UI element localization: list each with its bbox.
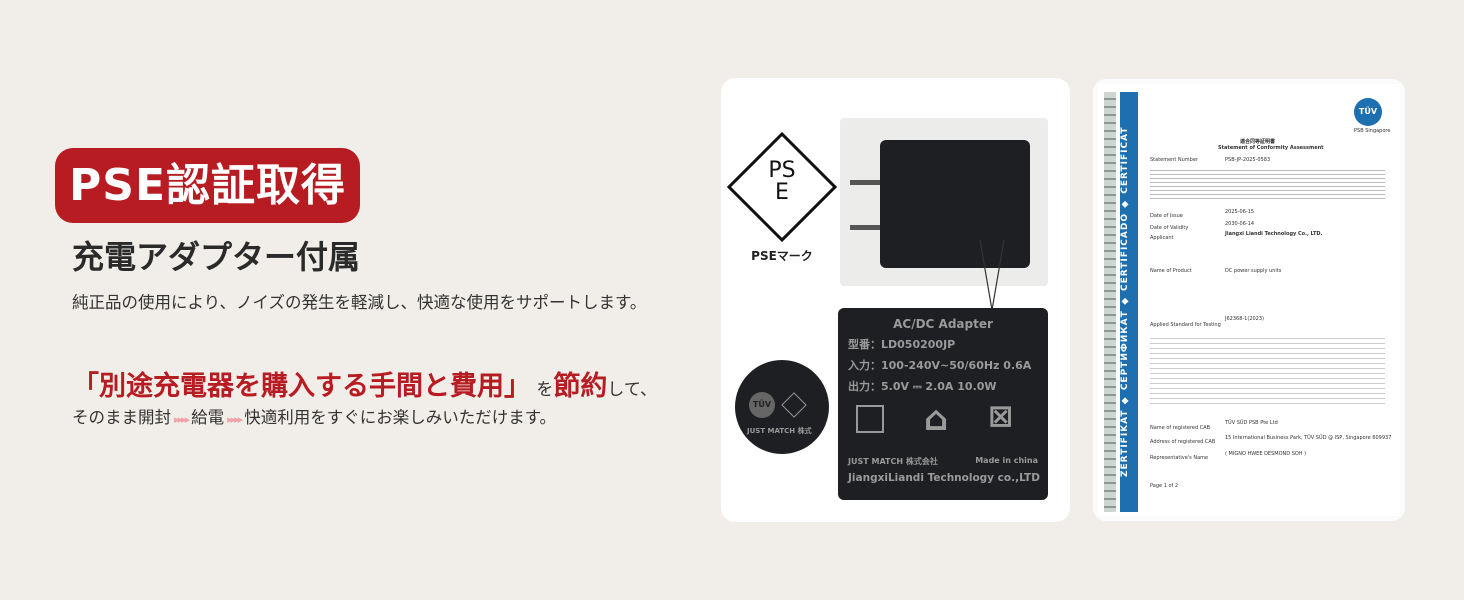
logo-sub: PSB Singapore	[1354, 128, 1391, 134]
plate-input: 入力：100-240V~50/60Hz 0.6A	[848, 359, 1032, 372]
label: Applied Standard for Testing	[1150, 322, 1221, 328]
label: Address of registered CAB	[1150, 439, 1216, 445]
highlight-save: 節約	[553, 371, 608, 402]
label: Date of Issue	[1150, 213, 1183, 219]
plate-title: AC/DC Adapter	[893, 317, 993, 331]
value: TÜV SÜD PSB Pte Ltd	[1225, 420, 1278, 426]
arrow-icon: ▸▸▸▸	[174, 413, 190, 426]
plate-made-in: Made in china	[975, 456, 1038, 465]
value: J62368-1(2023)	[1225, 316, 1264, 322]
adapter-image	[850, 140, 1030, 268]
value: 15 International Business Park, TÜV SÜD …	[1225, 435, 1392, 441]
label: Name of Product	[1150, 268, 1192, 274]
value: Jiangxi Liandi Technology Co., LTD.	[1225, 231, 1323, 237]
step-power: 給電	[191, 408, 225, 427]
value: DC power supply units	[1225, 268, 1282, 274]
highlight-line: 「別途充電器を購入する手間と費用」 を節約して、	[72, 364, 657, 403]
label: Statement Number	[1150, 157, 1198, 163]
adapter-label-plate: AC/DC Adapter 型番：LD050200JP 入力：100-240V~…	[838, 308, 1048, 500]
plate-symbols: ⌂ ⊠	[848, 399, 1038, 451]
step-use: 快適利用をすぐにお楽しみいただけます。	[244, 408, 557, 427]
value: 2025-06-15	[1225, 209, 1255, 215]
weee-bin-icon: ⊠	[988, 399, 1014, 434]
label-zoom-circle: TÜV JUST MATCH 株式	[735, 360, 829, 454]
heading: 充電アダプター付属	[72, 238, 361, 276]
usage-line: そのまま開封▸▸▸▸給電▸▸▸▸快適利用をすぐにお楽しみいただけます。	[72, 404, 556, 428]
certificate-document	[1098, 84, 1400, 516]
tuv-logo: TÜV	[1354, 98, 1382, 126]
label: Representative's Name	[1150, 455, 1209, 461]
label: Applicant	[1150, 235, 1174, 241]
cert-paragraph	[1150, 338, 1385, 408]
circle-maker-text: JUST MATCH 株式	[747, 427, 812, 435]
pse-icon	[781, 392, 807, 418]
label: Date of Validity	[1150, 225, 1189, 231]
pse-mark-label: PSEマーク	[751, 249, 813, 263]
value: ( MIGNO HWEE DESMOND SOH )	[1225, 451, 1307, 457]
plate-output: 出力：5.0V ⎓ 2.0A 10.0W	[848, 380, 997, 393]
pse-certified-badge: PSE認証取得	[55, 148, 360, 223]
double-insulation-icon	[856, 405, 884, 433]
highlight-mid: を	[536, 380, 554, 400]
plate-model: 型番：LD050200JP	[848, 338, 956, 351]
indoor-use-icon: ⌂	[924, 399, 949, 439]
cert-title: Statement of Conformity Assessment	[1218, 145, 1324, 151]
description: 純正品の使用により、ノイズの発生を軽減し、快適な使用をサポートします。	[72, 293, 647, 312]
cert-paragraph	[1150, 170, 1385, 202]
highlight-tail: して、	[607, 380, 658, 400]
plate-company: JiangxiLiandi Technology co.,LTD	[848, 472, 1040, 484]
cert-title-jp: 適合同等証明書	[1240, 139, 1276, 145]
arrow-icon: ▸▸▸▸	[227, 413, 243, 426]
page-number: Page 1 of 2	[1150, 483, 1179, 489]
label: Name of registered CAB	[1150, 425, 1211, 431]
step-open: そのまま開封	[72, 408, 171, 427]
plate-maker: JUST MATCH 株式会社	[848, 457, 938, 466]
certificate-band: ZERTIFIKAT ◆ СЕРТИФИКАТ ◆ CERTIFICADO ◆ …	[1120, 92, 1138, 512]
tuv-icon: TÜV	[749, 392, 775, 418]
highlight-red: 「別途充電器を購入する手間と費用」	[72, 371, 531, 402]
hologram-strip	[1104, 92, 1116, 512]
value: PSB-JP-2025-0583	[1225, 157, 1271, 163]
value: 2030-06-14	[1225, 221, 1255, 227]
